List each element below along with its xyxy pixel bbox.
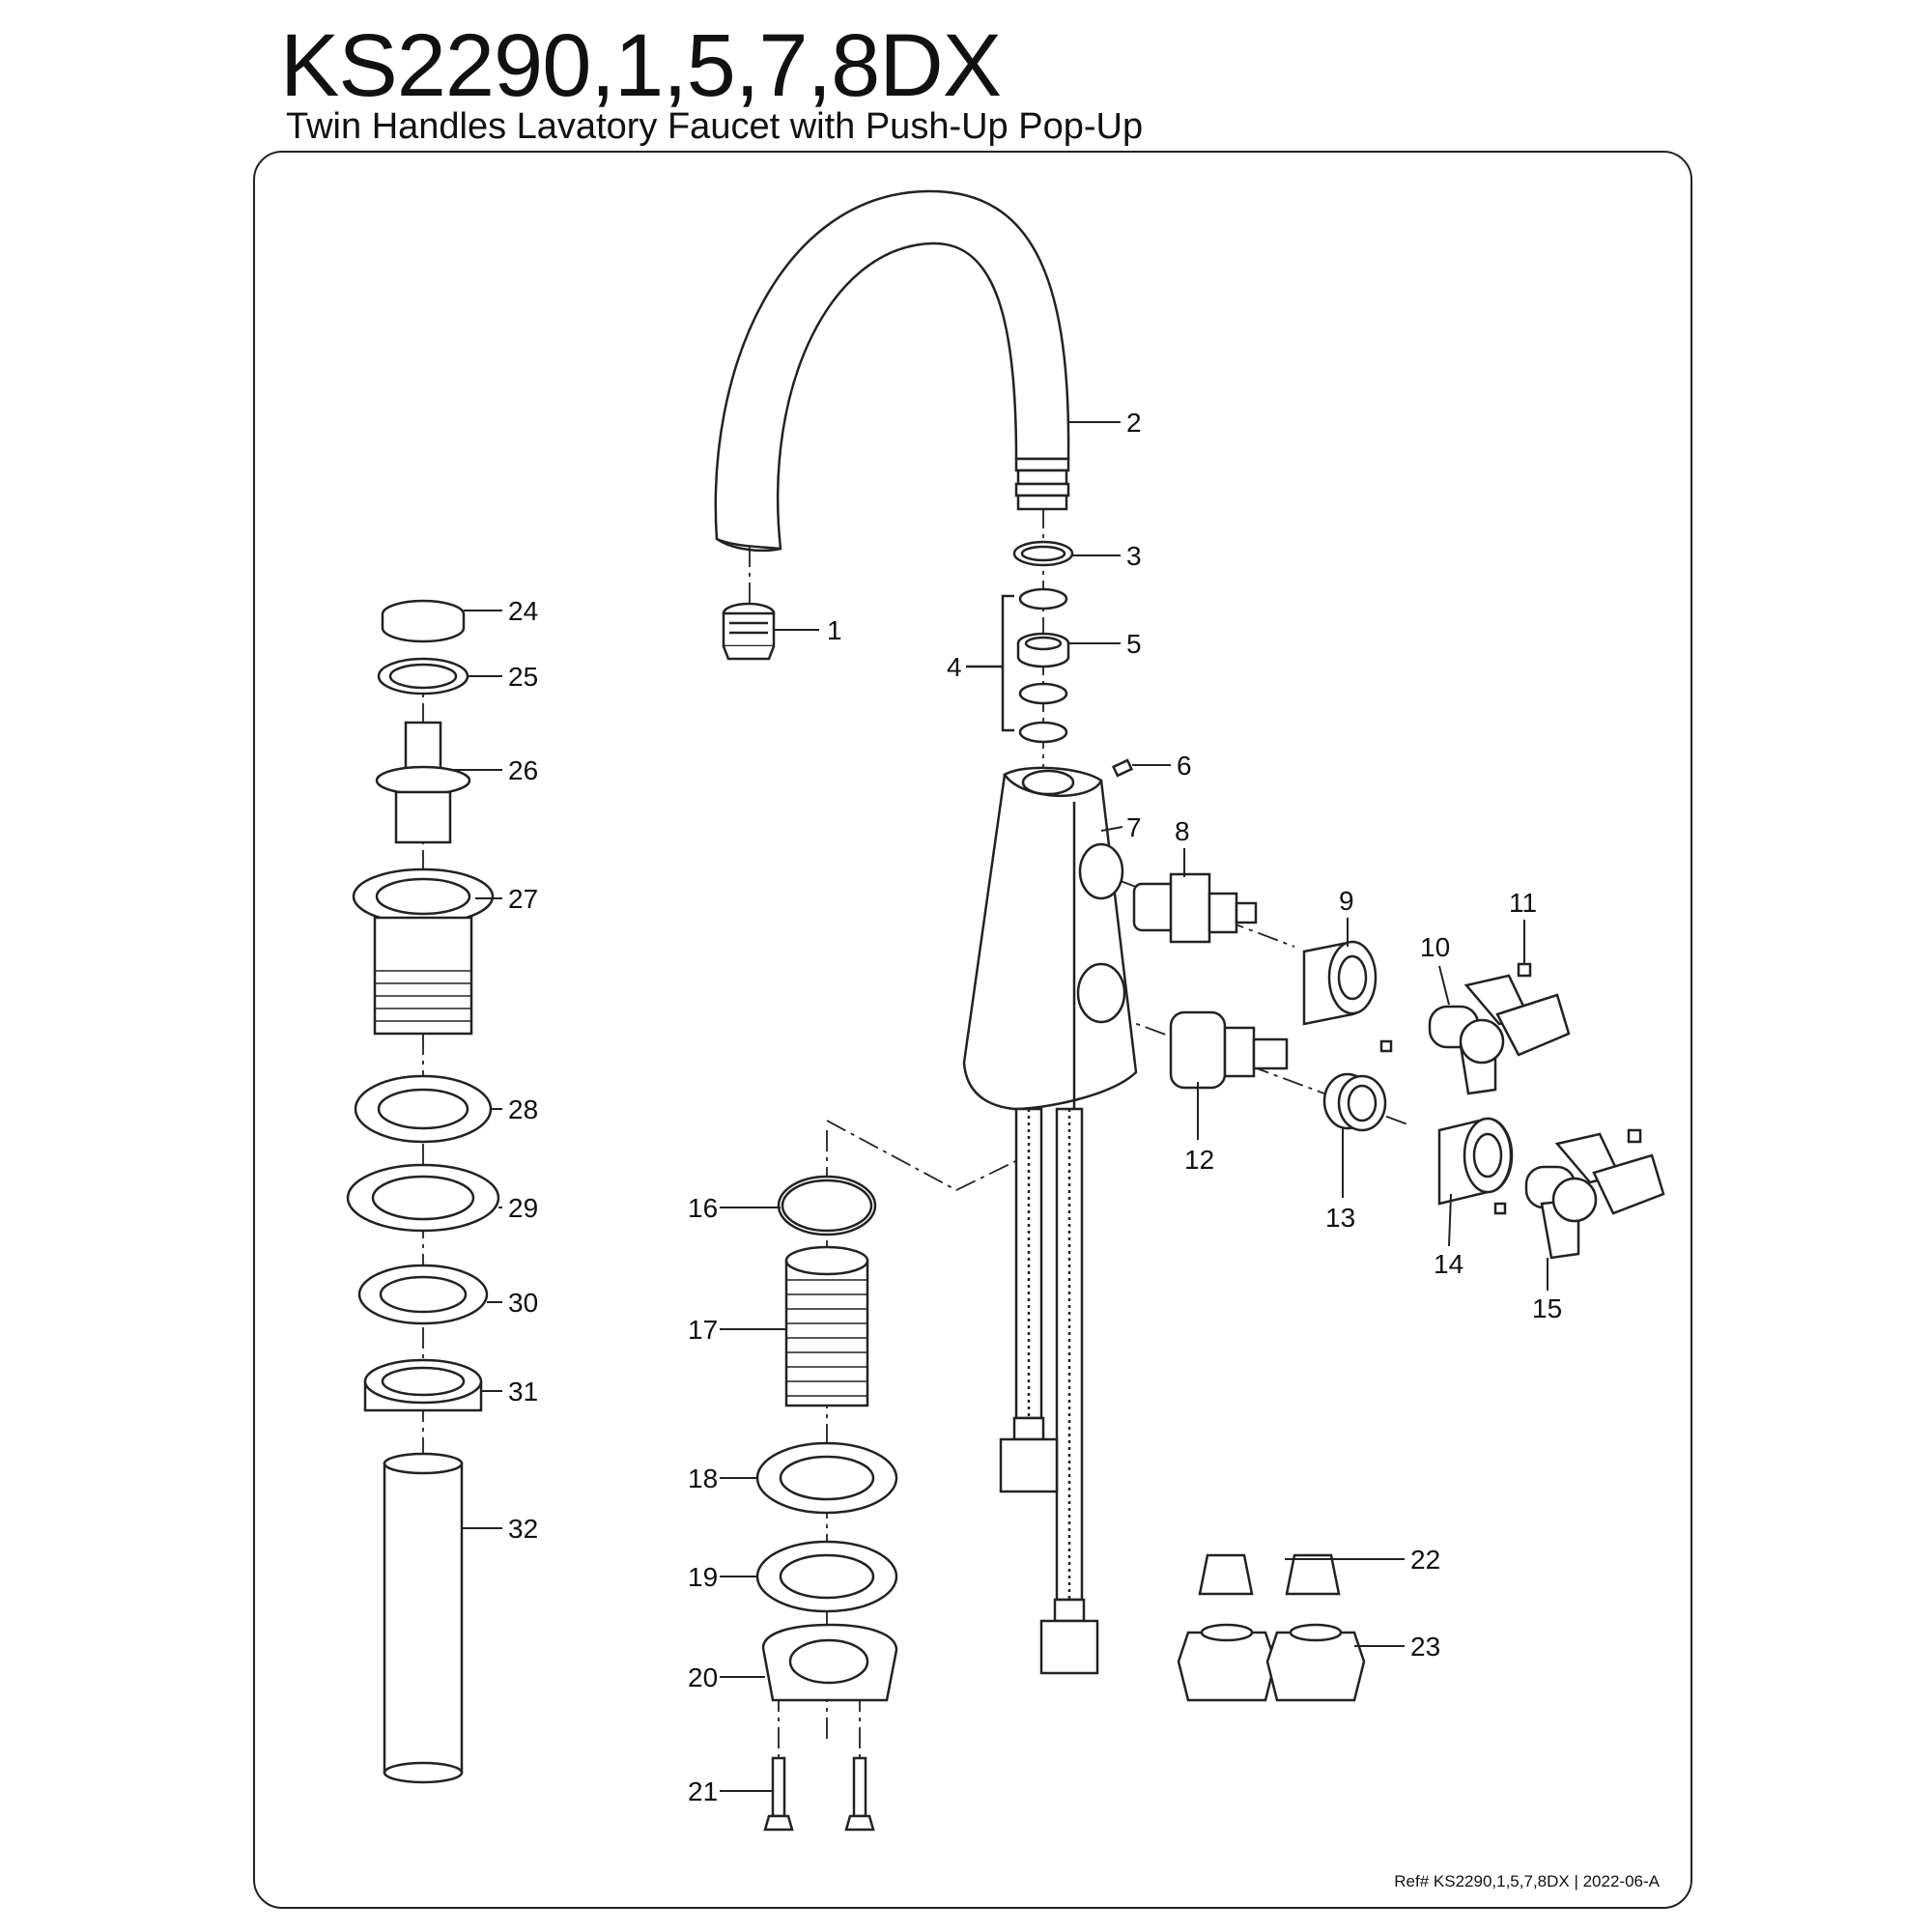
mounting-bracket-part-20 [761,1623,898,1702]
set-screw-part-11 [1517,962,1532,978]
leader-lines [450,421,1548,1792]
page-title: KS2290,1,5,7,8DX [280,16,1002,115]
popup-cap-part-24 [381,599,466,643]
gasket-part-29 [346,1163,500,1233]
cross-handle-part-15 [1493,1128,1665,1260]
part-label-9: 9 [1339,886,1354,916]
part-label-26: 26 [508,755,538,785]
washer-part-30 [357,1264,489,1325]
part-label-30: 30 [508,1288,538,1318]
washer-part-19 [755,1540,898,1613]
tailpiece-part-32 [383,1452,464,1784]
part-label-20: 20 [688,1662,718,1692]
part-label-1: 1 [827,615,842,645]
part-label-25: 25 [508,662,538,692]
ceramic-cartridge-part-12 [1169,1010,1289,1090]
part-label-8: 8 [1175,816,1190,846]
threaded-shank-part-17 [784,1245,869,1407]
ferrules-part-22 [1198,1553,1341,1596]
o-ring-part-16 [777,1175,877,1236]
part-label-13: 13 [1325,1203,1355,1233]
small-screw-hot [1379,1039,1393,1053]
part-label-24: 24 [508,596,538,626]
part-label-5: 5 [1126,629,1142,659]
supply-hoses [999,1107,1099,1675]
part-label-10: 10 [1420,932,1450,962]
part-label-22: 22 [1410,1545,1440,1575]
flange-part-14 [1437,1117,1514,1206]
spout-part-2 [714,189,1070,553]
cartridge-part-8 [1132,872,1258,944]
part-label-12: 12 [1184,1145,1214,1175]
part-label-14: 14 [1434,1249,1463,1279]
part-label-27: 27 [508,884,538,914]
reference-number: Ref# KS2290,1,5,7,8DX | 2022-06-A [1394,1872,1660,1890]
compression-nuts-part-23 [1177,1623,1366,1702]
cross-handle-part-10 [1428,974,1571,1095]
clip-ring-part-5 [1016,632,1070,668]
part-label-4: 4 [947,652,962,682]
part-label-23: 23 [1410,1632,1440,1662]
part-label-17: 17 [688,1315,718,1345]
part-label-15: 15 [1532,1293,1562,1323]
part-labels: 1 2 3 4 5 6 7 8 9 10 11 12 13 14 15 16 1… [508,408,1562,1806]
part-label-19: 19 [688,1562,718,1592]
bolts-part-21 [763,1756,875,1832]
bonnet-nut-part-13 [1322,1072,1387,1132]
seal-part-25 [377,657,469,696]
aerator-part-1 [722,602,776,661]
diagram-frame [253,151,1692,1909]
washer-part-28 [354,1074,493,1144]
part-label-16: 16 [688,1193,718,1223]
o-ring-part-3 [1012,540,1074,567]
part-label-32: 32 [508,1514,538,1544]
part-label-18: 18 [688,1463,718,1493]
part-label-2: 2 [1126,408,1142,438]
faucet-body-part-7 [962,766,1138,1111]
part-label-6: 6 [1177,751,1192,781]
part-label-31: 31 [508,1377,538,1406]
part-label-29: 29 [508,1193,538,1223]
part-label-11: 11 [1509,888,1537,918]
set-screw-part-6 [1111,758,1134,778]
lock-nut-part-31 [363,1358,483,1412]
washer-part-18 [755,1441,898,1515]
part-label-28: 28 [508,1094,538,1124]
part-label-21: 21 [688,1776,718,1806]
page-subtitle: Twin Handles Lavatory Faucet with Push-U… [286,106,1144,147]
axis-lines [422,507,1411,1797]
o-ring-set-part-4 [966,587,1068,744]
popup-mechanism-part-26 [375,721,471,844]
flange-part-9 [1302,940,1378,1026]
part-label-7: 7 [1126,812,1142,842]
part-label-3: 3 [1126,541,1142,571]
drain-body-part-27 [352,867,495,1036]
